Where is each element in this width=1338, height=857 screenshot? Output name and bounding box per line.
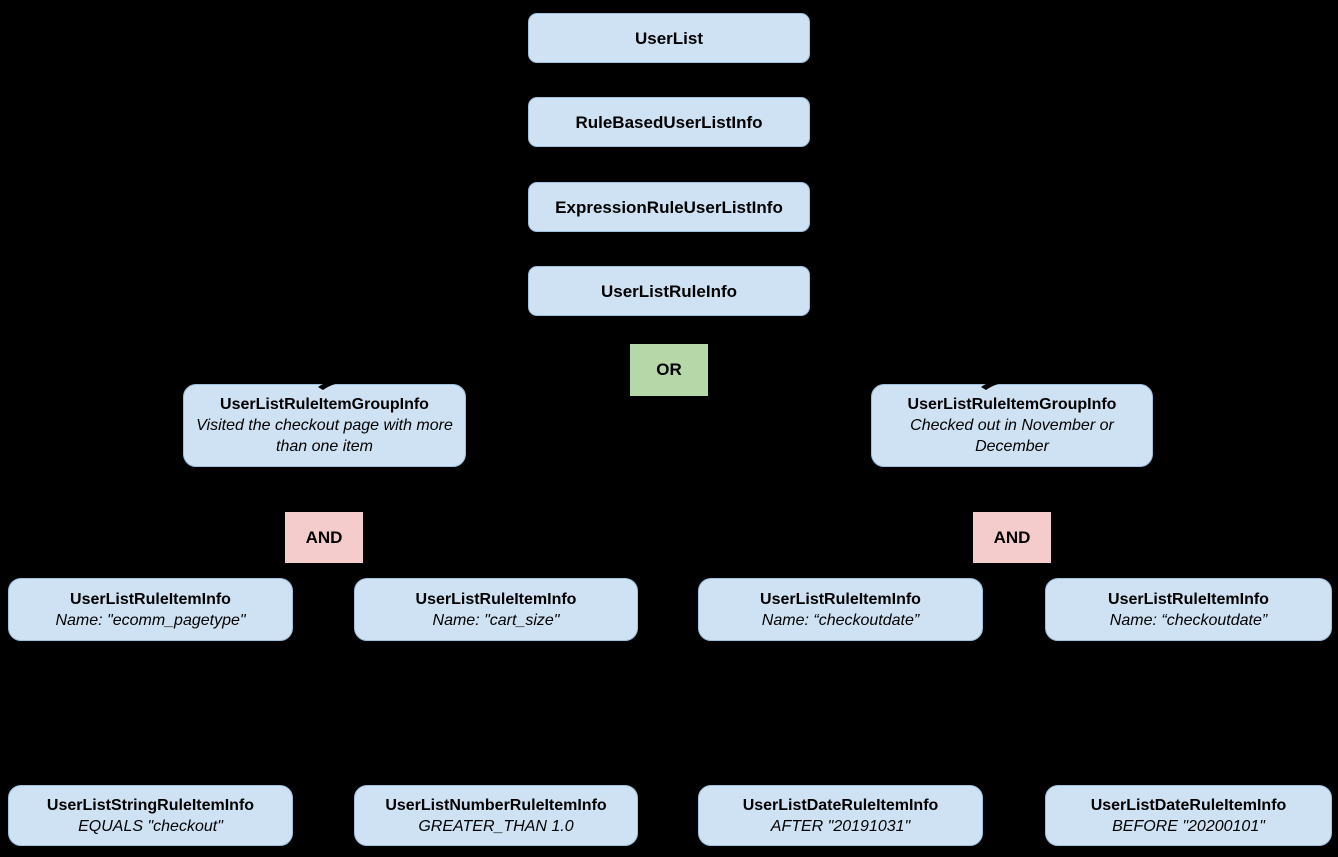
node-rule-based-user-list-info: RuleBasedUserListInfo [528, 97, 810, 147]
node-date-rule-item-info-before-title: UserListDateRuleItemInfo [1090, 796, 1287, 814]
or-operator-label: OR [656, 360, 682, 379]
node-string-rule-item-info-operator: EQUALS "checkout" [78, 817, 223, 835]
node-rule-item-cart-size-title: UserListRuleItemInfo [415, 590, 577, 608]
node-userlist: UserList [528, 13, 810, 63]
node-date-rule-item-info-before: UserListDateRuleItemInfo BEFORE "2020010… [1045, 785, 1332, 846]
node-rule-item-group-left-title: UserListRuleItemGroupInfo [220, 396, 429, 413]
and-operator-right-label: AND [993, 527, 1031, 547]
node-user-list-rule-info-label: UserListRuleInfo [600, 281, 738, 301]
node-rule-based-user-list-info-label: RuleBasedUserListInfo [575, 112, 763, 132]
node-expression-rule-user-list-info: ExpressionRuleUserListInfo [528, 182, 810, 232]
node-user-list-rule-info: UserListRuleInfo [528, 266, 810, 316]
node-date-rule-item-info-after-operator: AFTER "20191031" [770, 817, 911, 835]
node-date-rule-item-info-before-operator: BEFORE "20200101" [1112, 817, 1265, 835]
node-rule-item-checkoutdate-after-title: UserListRuleItemInfo [760, 590, 921, 608]
or-operator-box: OR [630, 344, 708, 396]
connector-arrow-icon [981, 376, 1027, 390]
node-date-rule-item-info-after-title: UserListDateRuleItemInfo [742, 796, 939, 814]
node-rule-item-checkoutdate-before-title: UserListRuleItemInfo [1108, 590, 1269, 608]
node-rule-item-cart-size: UserListRuleItemInfo Name: "cart_size" [354, 578, 638, 641]
node-userlist-label: UserList [634, 28, 704, 48]
node-expression-rule-user-list-info-label: ExpressionRuleUserListInfo [555, 197, 783, 217]
node-number-rule-item-info-operator: GREATER_THAN 1.0 [418, 817, 574, 835]
node-number-rule-item-info-title: UserListNumberRuleItemInfo [385, 796, 607, 814]
node-rule-item-group-right-description: Checked out in November or December [910, 417, 1114, 455]
node-rule-item-checkoutdate-after: UserListRuleItemInfo Name: “checkoutdate… [698, 578, 983, 641]
node-rule-item-checkoutdate-before: UserListRuleItemInfo Name: “checkoutdate… [1045, 578, 1332, 641]
node-string-rule-item-info-title: UserListStringRuleItemInfo [46, 796, 255, 814]
node-rule-item-cart-size-name: Name: "cart_size" [432, 611, 560, 629]
connector-arrow-icon [318, 376, 364, 390]
and-operator-box-left: AND [285, 512, 363, 563]
node-rule-item-ecomm-pagetype: UserListRuleItemInfo Name: "ecomm_pagety… [8, 578, 293, 641]
node-date-rule-item-info-after: UserListDateRuleItemInfo AFTER "20191031… [698, 785, 983, 846]
node-rule-item-checkoutdate-after-name: Name: “checkoutdate” [761, 611, 920, 629]
and-operator-box-right: AND [973, 512, 1051, 563]
and-operator-left-label: AND [305, 527, 343, 547]
node-string-rule-item-info: UserListStringRuleItemInfo EQUALS "check… [8, 785, 293, 846]
node-rule-item-group-left: UserListRuleItemGroupInfo Visited the ch… [183, 384, 466, 467]
node-rule-item-group-left-description: Visited the checkout page with more than… [196, 417, 453, 455]
node-rule-item-checkoutdate-before-name: Name: “checkoutdate” [1109, 611, 1268, 629]
node-rule-item-ecomm-pagetype-name: Name: "ecomm_pagetype" [55, 611, 246, 629]
node-rule-item-group-right-title: UserListRuleItemGroupInfo [907, 396, 1117, 413]
node-rule-item-group-right: UserListRuleItemGroupInfo Checked out in… [871, 384, 1153, 467]
node-rule-item-ecomm-pagetype-title: UserListRuleItemInfo [70, 590, 231, 608]
node-number-rule-item-info: UserListNumberRuleItemInfo GREATER_THAN … [354, 785, 638, 846]
